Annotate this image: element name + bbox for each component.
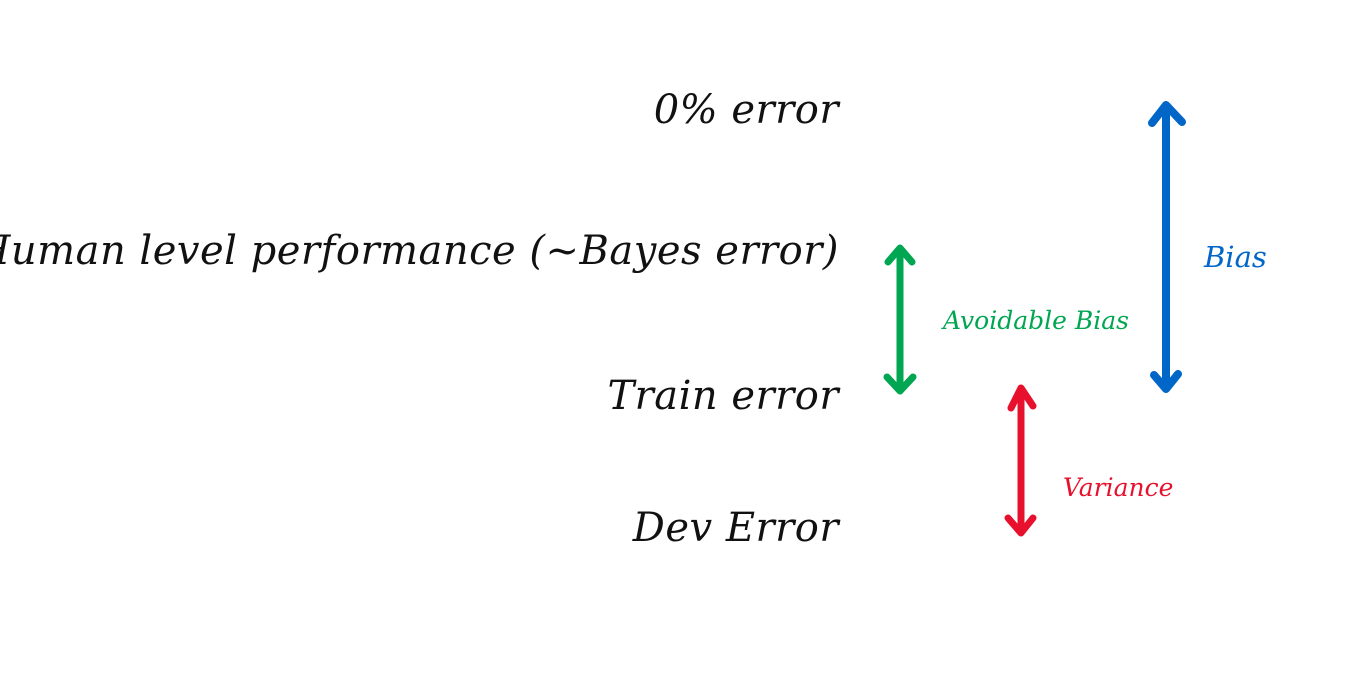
dev-error-label: Dev Error [632,505,839,551]
avoidable-bias-arrow [883,244,917,395]
bias-label: Bias [1204,240,1267,274]
variance-arrow [1004,384,1037,537]
human-level-label: Human level performance (~Bayes error) [0,228,839,274]
bias-arrow [1148,101,1186,393]
variance-label: Variance [1063,473,1174,502]
train-error-label: Train error [607,373,839,419]
zero-error-label: 0% error [653,87,839,133]
avoidable-bias-label: Avoidable Bias [943,306,1129,335]
